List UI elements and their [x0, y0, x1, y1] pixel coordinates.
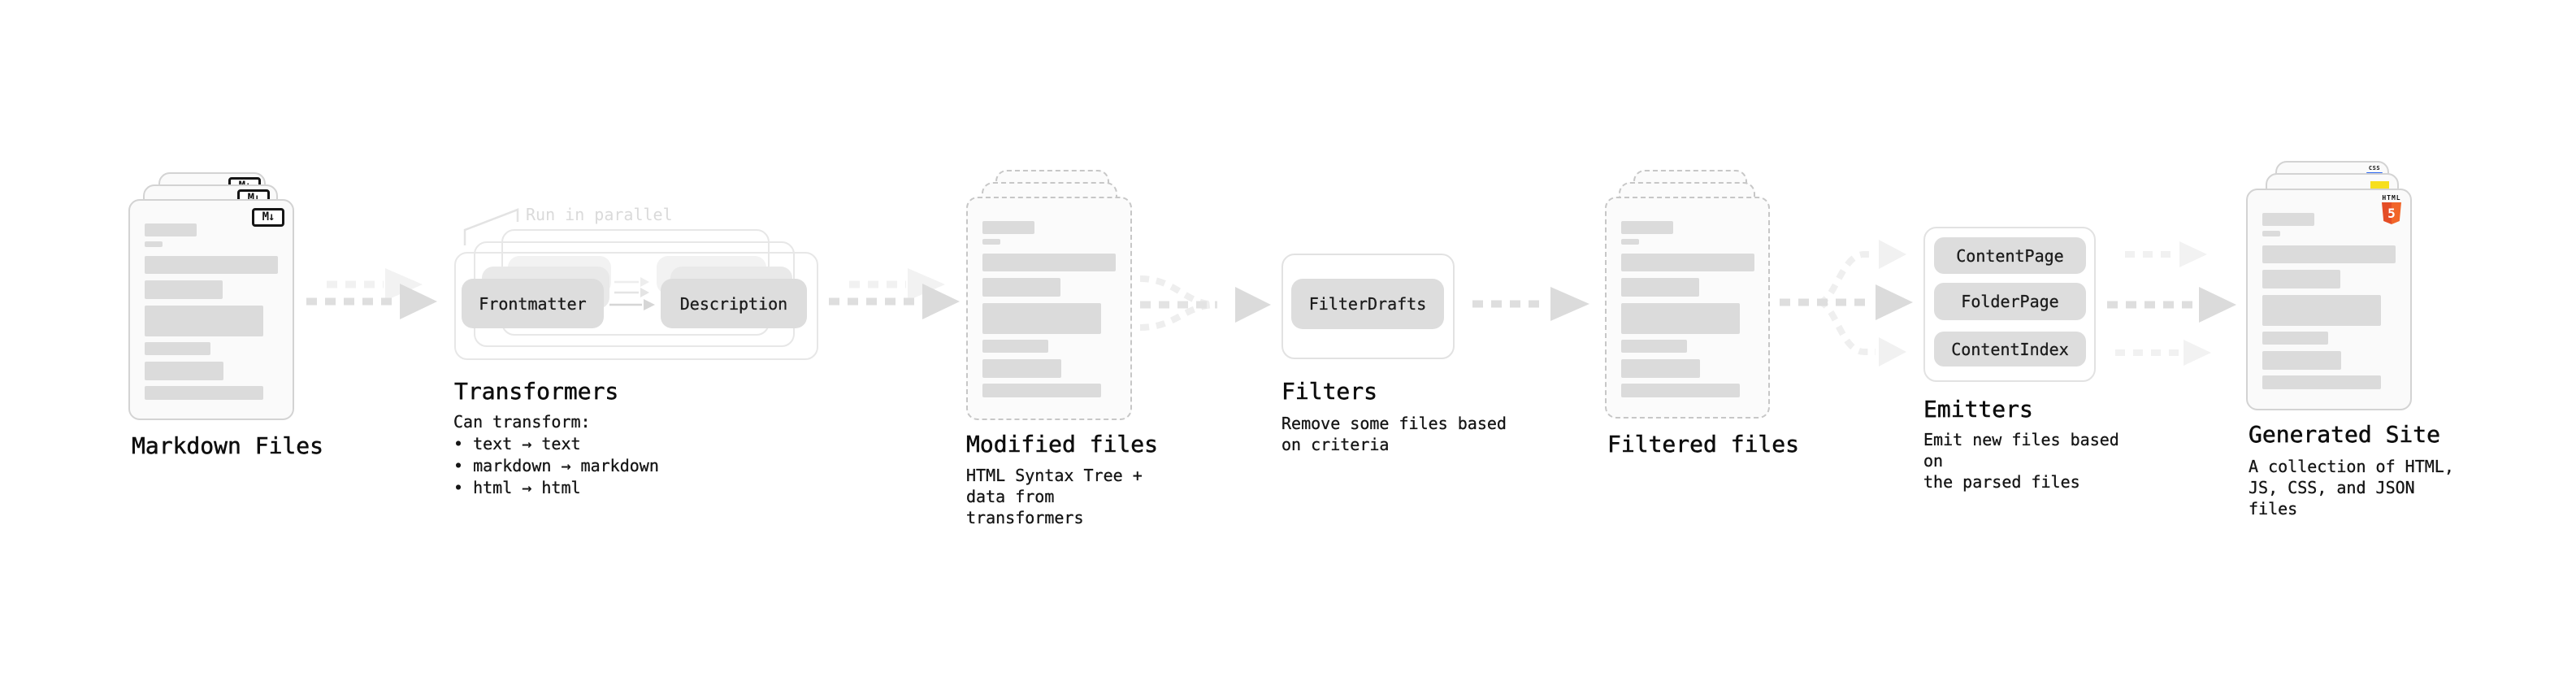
stage-description: Remove some files based on criteria: [1281, 414, 1507, 454]
contentindex-pill: ContentIndex: [1934, 332, 2086, 367]
modified-file-card-front: [966, 197, 1132, 420]
text-line-bar: [145, 342, 210, 355]
flow-arrow-icon: [829, 268, 960, 319]
document-text-placeholder: [2248, 190, 2410, 389]
text-line-bar: [2262, 245, 2396, 263]
stage-emitters: ContentPage FolderPage ContentIndex Emit…: [1923, 227, 2123, 492]
text-line-bar: [2262, 351, 2341, 370]
stage-transformers: Run in parallel Frontmatter Description …: [453, 202, 821, 506]
contentpage-pill: ContentPage: [1934, 237, 2086, 274]
stage-markdown-files: M↓ M↓ M↓ Markdown Files: [128, 161, 341, 486]
stage-description: Emit new files based on the parsed files: [1923, 430, 2119, 492]
text-line-bar: [1621, 278, 1699, 297]
html5-logo-icon: HTML 5: [2381, 194, 2402, 224]
text-line-bar: [2262, 375, 2381, 389]
filtered-file-card-front: [1605, 197, 1770, 419]
text-line-bar: [145, 306, 263, 336]
stage-title: Transformers: [454, 378, 619, 406]
text-line-bar: [1621, 303, 1740, 334]
markdown-file-card-front: M↓: [128, 199, 294, 420]
annotation-connector-line: [463, 208, 519, 245]
text-line-bar: [145, 223, 197, 236]
parallel-arrows-icon: [609, 277, 655, 310]
filters-frame: [1281, 254, 1455, 359]
text-line-bar: [982, 303, 1101, 334]
text-line-bar: [982, 278, 1060, 297]
js-file-icon: [2370, 181, 2389, 190]
run-in-parallel-note: Run in parallel: [526, 205, 673, 224]
text-line-bar: [1621, 221, 1673, 234]
text-line-bar: [145, 241, 163, 247]
transformer-frame-front: [454, 252, 818, 360]
text-line-bar: [982, 239, 1000, 245]
text-line-bar: [1621, 359, 1700, 378]
text-line-bar: [1621, 254, 1754, 271]
stage-description: Can transform: • text → text • markdown …: [453, 412, 659, 497]
stage-modified-files: Modified files HTML Syntax Tree + data f…: [966, 158, 1169, 527]
text-line-bar: [145, 256, 278, 274]
flow-arrows-triple-icon: [2107, 241, 2236, 366]
text-line-bar: [145, 280, 223, 299]
stage-filters: FilterDrafts Filters Remove some files b…: [1281, 254, 1525, 465]
text-line-bar: [982, 384, 1101, 397]
document-text-placeholder: [968, 198, 1130, 397]
text-line-bar: [2262, 231, 2280, 236]
site-file-card-html: HTML 5: [2246, 189, 2412, 410]
stage-title: Modified files: [966, 431, 1159, 458]
text-line-bar: [2262, 270, 2340, 288]
text-line-bar: [1621, 384, 1740, 397]
text-line-bar: [145, 362, 223, 380]
stage-title: Emitters: [1923, 396, 2033, 423]
emitters-frame: [1923, 227, 2096, 382]
document-text-placeholder: [1607, 198, 1768, 397]
flow-arrow-icon: [1472, 287, 1589, 321]
text-line-bar: [2262, 295, 2381, 326]
markdown-icon: M↓: [252, 208, 284, 227]
text-line-bar: [145, 386, 263, 400]
flow-arrow-icon: [306, 268, 437, 319]
text-line-bar: [982, 221, 1034, 234]
text-line-bar: [1621, 340, 1687, 353]
stage-title: Filtered files: [1607, 431, 1800, 458]
filterdrafts-pill: FilterDrafts: [1291, 279, 1444, 329]
stage-description: HTML Syntax Tree + data from transformer…: [966, 466, 1143, 527]
text-line-bar: [2262, 332, 2328, 345]
text-line-bar: [2262, 213, 2314, 226]
document-text-placeholder: [130, 201, 293, 400]
text-line-bar: [982, 340, 1048, 353]
text-line-bar: [982, 254, 1116, 271]
text-line-bar: [982, 359, 1061, 378]
folderpage-pill: FolderPage: [1934, 283, 2086, 320]
stage-filtered-files: Filtered files: [1605, 158, 1808, 467]
frontmatter-pill: Frontmatter: [462, 279, 604, 328]
stage-title: Markdown Files: [132, 432, 324, 460]
stage-title: Generated Site: [2249, 421, 2441, 449]
flow-arrow-diverge-icon: [1780, 240, 1913, 367]
text-line-bar: [1621, 239, 1639, 245]
flow-arrow-converge-icon: [1139, 275, 1271, 331]
stage-description: A collection of HTML, JS, CSS, and JSON …: [2249, 457, 2454, 518]
stage-title: Filters: [1281, 378, 1378, 406]
description-pill: Description: [661, 279, 807, 328]
stage-generated-site: CSS HTML 5 Generated Site A: [2246, 158, 2457, 518]
